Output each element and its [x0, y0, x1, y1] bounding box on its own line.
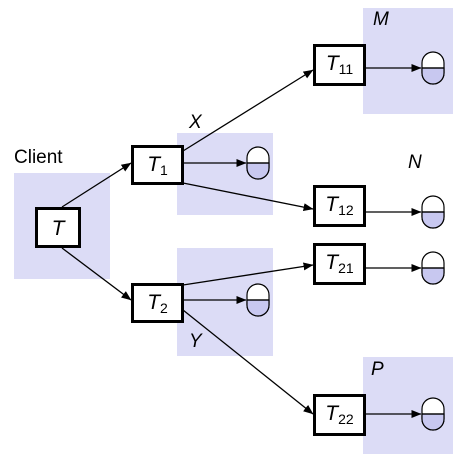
edge-t-t1: [61, 162, 132, 208]
database-icon: [421, 195, 445, 229]
edge-t1-t11: [182, 69, 314, 152]
node-t22: T22: [313, 394, 366, 436]
client-label: Client: [14, 147, 63, 168]
database-icon: [421, 51, 445, 85]
node-t11: T11: [313, 44, 366, 86]
m-label: M: [373, 9, 389, 30]
node-t2: T2: [131, 283, 184, 323]
node-t22-sub: 22: [338, 411, 354, 427]
edge-t-t2: [61, 247, 132, 301]
x-label: X: [189, 112, 202, 133]
node-t11-sub: 11: [338, 61, 354, 77]
node-t22-label: T: [325, 402, 339, 425]
node-t1: T1: [131, 145, 184, 185]
node-t2-sub: 2: [160, 300, 168, 316]
n-label: N: [408, 152, 422, 173]
node-t1-sub: 1: [160, 162, 168, 178]
database-icon: [421, 251, 445, 285]
node-t11-label: T: [325, 52, 339, 75]
node-t21-label: T: [325, 251, 339, 274]
node-t-label: T: [51, 217, 65, 240]
database-icon: [246, 283, 270, 317]
node-t21: T21: [313, 243, 366, 285]
node-t21-sub: 21: [338, 260, 354, 276]
node-t1-label: T: [147, 153, 161, 176]
edge-t1-t12: [182, 182, 314, 212]
p-label: P: [371, 359, 384, 380]
edge-t2-t21: [182, 262, 314, 286]
node-t12-sub: 12: [338, 202, 354, 218]
node-t: T: [35, 207, 81, 248]
edge-t2-t22: [182, 309, 314, 415]
node-t12-label: T: [325, 193, 339, 216]
database-icon: [246, 146, 270, 180]
node-t2-label: T: [147, 291, 161, 314]
database-icon: [421, 397, 445, 431]
node-t12: T12: [313, 185, 366, 227]
y-label: Y: [189, 331, 202, 352]
